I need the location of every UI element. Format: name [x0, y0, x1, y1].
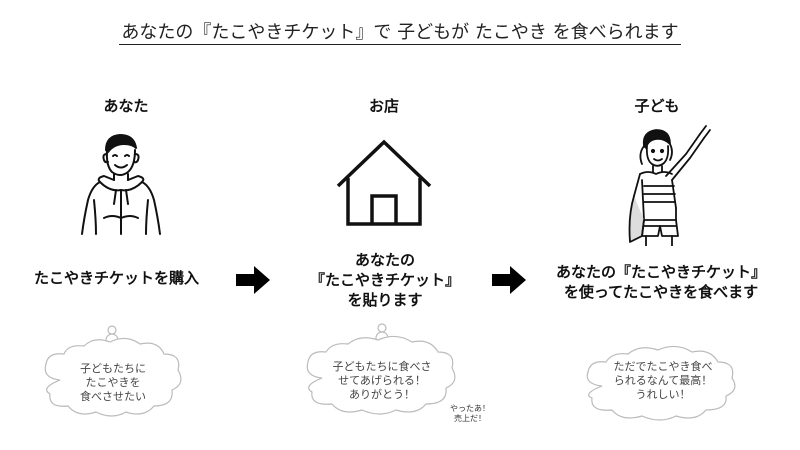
step-post-ticket: あなたの 『たこやきチケット』 を貼ります — [309, 251, 460, 309]
thought-shop: 子どもたちに食べさ せてあげられる！ ありがとう！ — [332, 360, 432, 401]
person-icon — [81, 134, 161, 235]
right-arrow-icon — [236, 266, 270, 294]
house-icon — [336, 139, 432, 226]
label-you: あなた — [103, 97, 149, 115]
thought-cloud-icon — [44, 325, 182, 417]
right-arrow-icon — [492, 266, 526, 294]
label-child: 子ども — [634, 97, 680, 115]
thought-you: 子どもたちに たこやきを 食べさせたい — [80, 362, 146, 403]
shop-aside-text: やったあ！ 売上だ！ — [450, 404, 490, 423]
thought-cloud-icon — [306, 323, 456, 415]
step-buy-ticket: たこやきチケットを購入 — [34, 269, 200, 287]
diagram-title: あなたの『たこやきチケット』で 子どもが たこやき を食べられます — [119, 22, 681, 45]
step-use-ticket: あなたの『たこやきチケット』 を使ってたこやきを食べます — [555, 263, 766, 301]
thought-cloud-icon — [586, 345, 736, 421]
child-pointing-icon — [628, 125, 711, 246]
label-shop: お店 — [368, 97, 399, 115]
thought-child: ただでたこやき食べ られるなんて最高！ うれしい！ — [613, 360, 713, 401]
